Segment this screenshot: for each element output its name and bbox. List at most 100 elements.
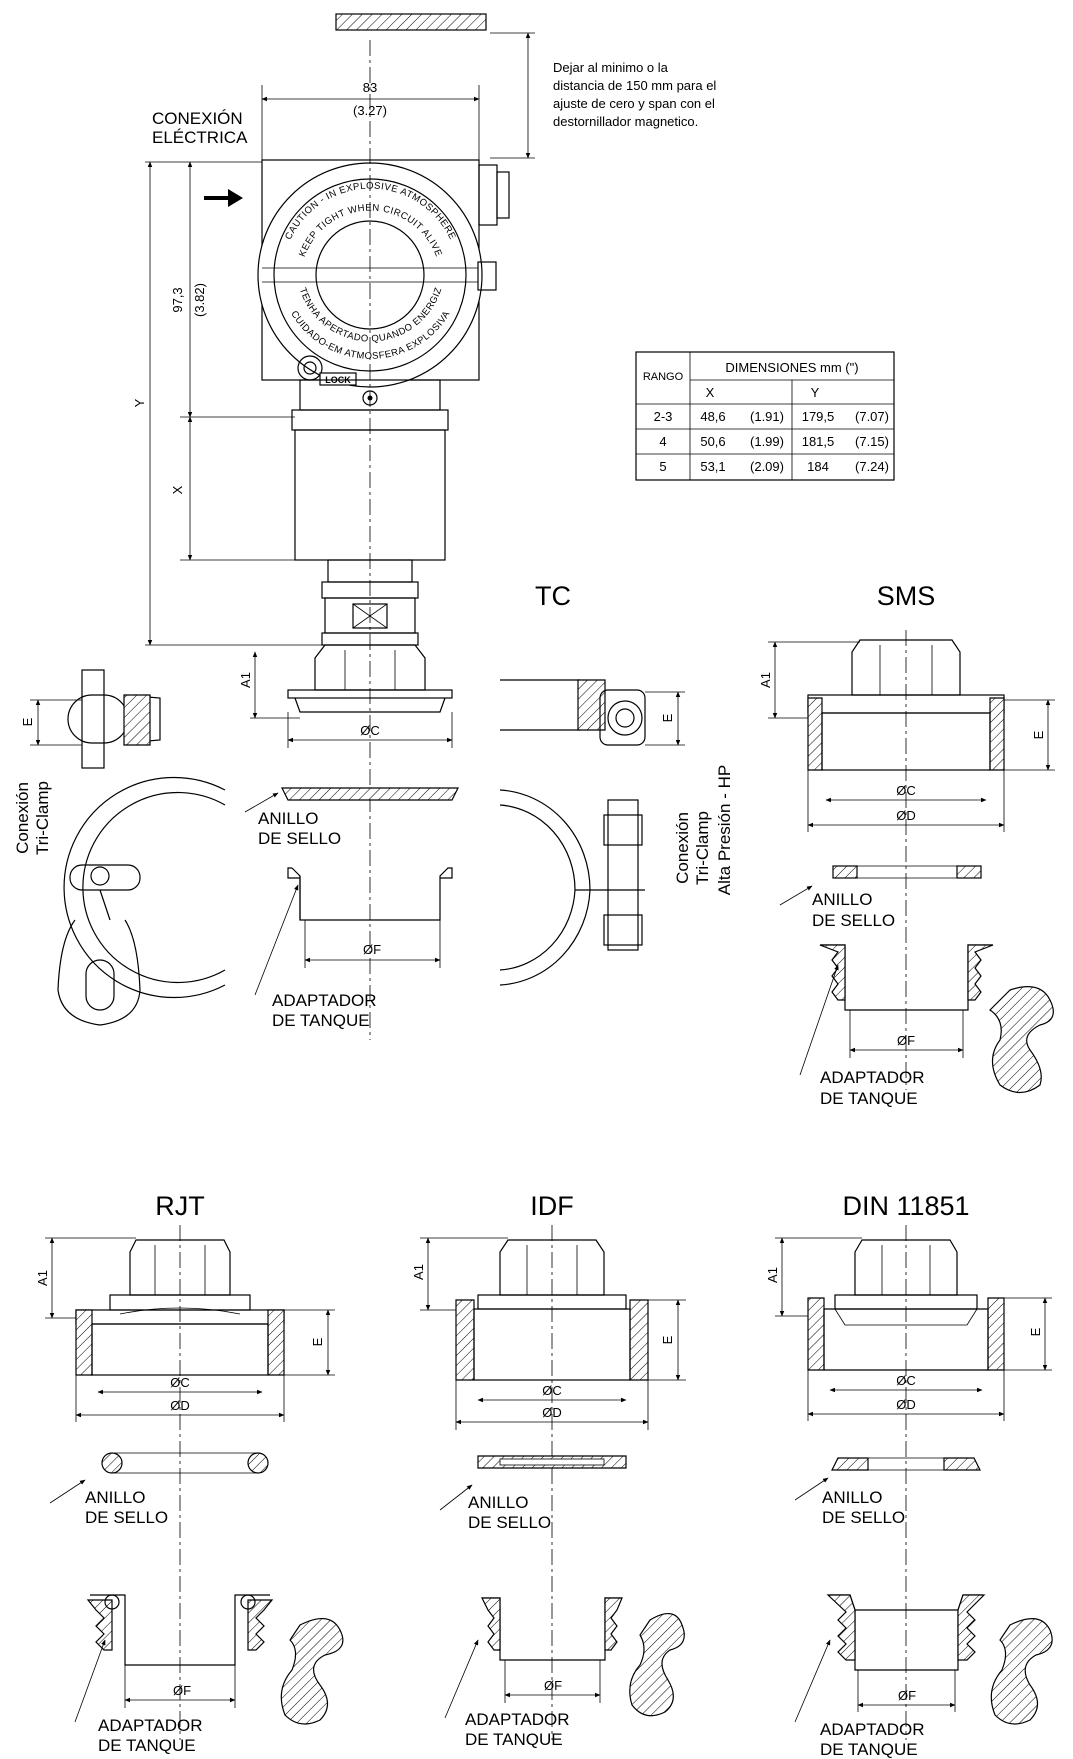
rjt-oc-label: ØC [170,1375,190,1390]
min-distance-note-line4: destornillador magnetico. [553,114,698,129]
sms-adaptador-1: ADAPTADOR [820,1068,925,1087]
tc-adaptador-2: DE TANQUE [272,1011,370,1030]
idf-e-label: E [660,1335,675,1344]
triclamp-hp-label-1: Conexión [673,812,692,884]
triclamp-label-2: Tri-Clamp [33,781,52,855]
idf-of-label: ØF [544,1678,562,1693]
conexion-electrica-2: ELÉCTRICA [152,128,248,147]
rjt-process-connection [75,1239,285,1376]
sms-anillo-2: DE SELLO [812,911,895,930]
sms-of-label: ØF [897,1033,915,1048]
svg-text:181,5: 181,5 [802,434,835,449]
svg-text:184: 184 [807,459,829,474]
idf-oc-label: ØC [542,1383,562,1398]
sms-oc-label: ØC [896,783,916,798]
rjt-adaptador-2: DE TANQUE [98,1736,196,1755]
clearance-dimension [490,32,535,159]
dimensions-table [635,351,895,481]
idf-anillo-1: ANILLO [468,1493,528,1512]
tc-process-connection [287,644,453,713]
min-distance-note-line2: distancia de 150 mm para el [553,78,716,93]
svg-text:(7.15): (7.15) [855,434,889,449]
triclamp-label-1: Conexión [13,782,32,854]
svg-text:4: 4 [659,434,666,449]
svg-text:2-3: 2-3 [654,409,673,424]
tc-anillo-2: DE SELLO [258,829,341,848]
din-e-label: E [1028,1327,1043,1336]
din-tank-adapter [826,1594,1053,1725]
idf-seal-ring [477,1455,627,1469]
sms-a1-label: A1 [758,672,773,688]
table-row: 4 50,6 (1.99) 181,5 (7.15) [659,434,889,449]
table-dimensions-header: DIMENSIONES mm (") [725,360,858,375]
section-title-sms: SMS [877,581,936,611]
svg-text:(1.91): (1.91) [750,409,784,424]
rjt-of-label: ØF [173,1683,191,1698]
sms-seal-ring [832,865,982,879]
tc-anillo-1: ANILLO [258,809,318,828]
svg-text:179,5: 179,5 [802,409,835,424]
dim-83-in: (3.27) [353,103,387,118]
idf-od-label: ØD [542,1405,562,1420]
din-od-label: ØD [896,1397,916,1412]
svg-text:50,6: 50,6 [700,434,725,449]
svg-text:53,1: 53,1 [700,459,725,474]
tc-adaptador-1: ADAPTADOR [272,991,377,1010]
tc-e-label-left: E [20,717,35,726]
din-anillo-2: DE SELLO [822,1508,905,1527]
idf-tank-adapter [481,1597,685,1717]
rjt-anillo-1: ANILLO [85,1488,145,1507]
idf-adaptador-2: DE TANQUE [465,1730,563,1749]
tc-oc-label: ØC [360,723,380,738]
section-title-tc: TC [535,581,571,611]
svg-text:48,6: 48,6 [700,409,725,424]
section-title-idf: IDF [530,1191,574,1221]
conexion-electrica-1: CONEXIÓN [152,109,243,128]
idf-a1-label: A1 [411,1264,426,1280]
svg-text:(2.09): (2.09) [750,459,784,474]
din-seal-ring [831,1457,981,1471]
width-dimension [261,85,480,160]
din-anillo-1: ANILLO [822,1488,882,1507]
tc-tank-adapter [287,867,453,921]
section-title-rjt: RJT [155,1191,205,1221]
rjt-od-label: ØD [170,1398,190,1413]
table-row: 5 53,1 (2.09) 184 (7.24) [659,459,889,474]
sms-e-label: E [1031,730,1046,739]
rjt-anillo-2: DE SELLO [85,1508,168,1527]
rjt-seal-ring [101,1452,269,1474]
table-x-header: X [706,385,715,400]
din-a1-label: A1 [765,1267,780,1283]
triclamp-hp-clamp-right [499,679,646,986]
tc-a1-label: A1 [238,672,253,688]
transmitter-housing [257,159,510,406]
din-oc-label: ØC [896,1373,916,1388]
rjt-adaptador-1: ADAPTADOR [98,1716,203,1735]
idf-anillo-2: DE SELLO [468,1513,551,1532]
table-row: 2-3 48,6 (1.91) 179,5 (7.07) [654,409,889,424]
svg-text:5: 5 [659,459,666,474]
sms-adaptador-2: DE TANQUE [820,1089,918,1108]
rjt-e-label: E [310,1337,325,1346]
triclamp-clamp-left [57,669,226,1026]
sms-process-connection [807,639,1005,771]
dim-97: 97,3 [170,287,185,312]
din-adaptador-2: DE TANQUE [820,1740,918,1759]
idf-process-connection [455,1239,649,1381]
svg-text:(1.99): (1.99) [750,434,784,449]
tc-of-label: ØF [363,942,381,957]
triclamp-hp-label-3: Alta Presión - HP [715,765,734,895]
triclamp-hp-label-2: Tri-Clamp [693,811,712,885]
sms-anillo-1: ANILLO [812,890,872,909]
din-adaptador-1: ADAPTADOR [820,1720,925,1739]
table-rango-header: RANGO [643,371,684,383]
clearance-plate [335,13,487,31]
din-of-label: ØF [898,1688,916,1703]
rjt-a1-label: A1 [35,1270,50,1286]
table-y-header: Y [811,385,820,400]
electrical-entry-arrow-icon [204,189,243,207]
dim-y: Y [132,398,147,407]
tc-seal-ring [281,787,459,801]
dim-x: X [170,485,185,494]
